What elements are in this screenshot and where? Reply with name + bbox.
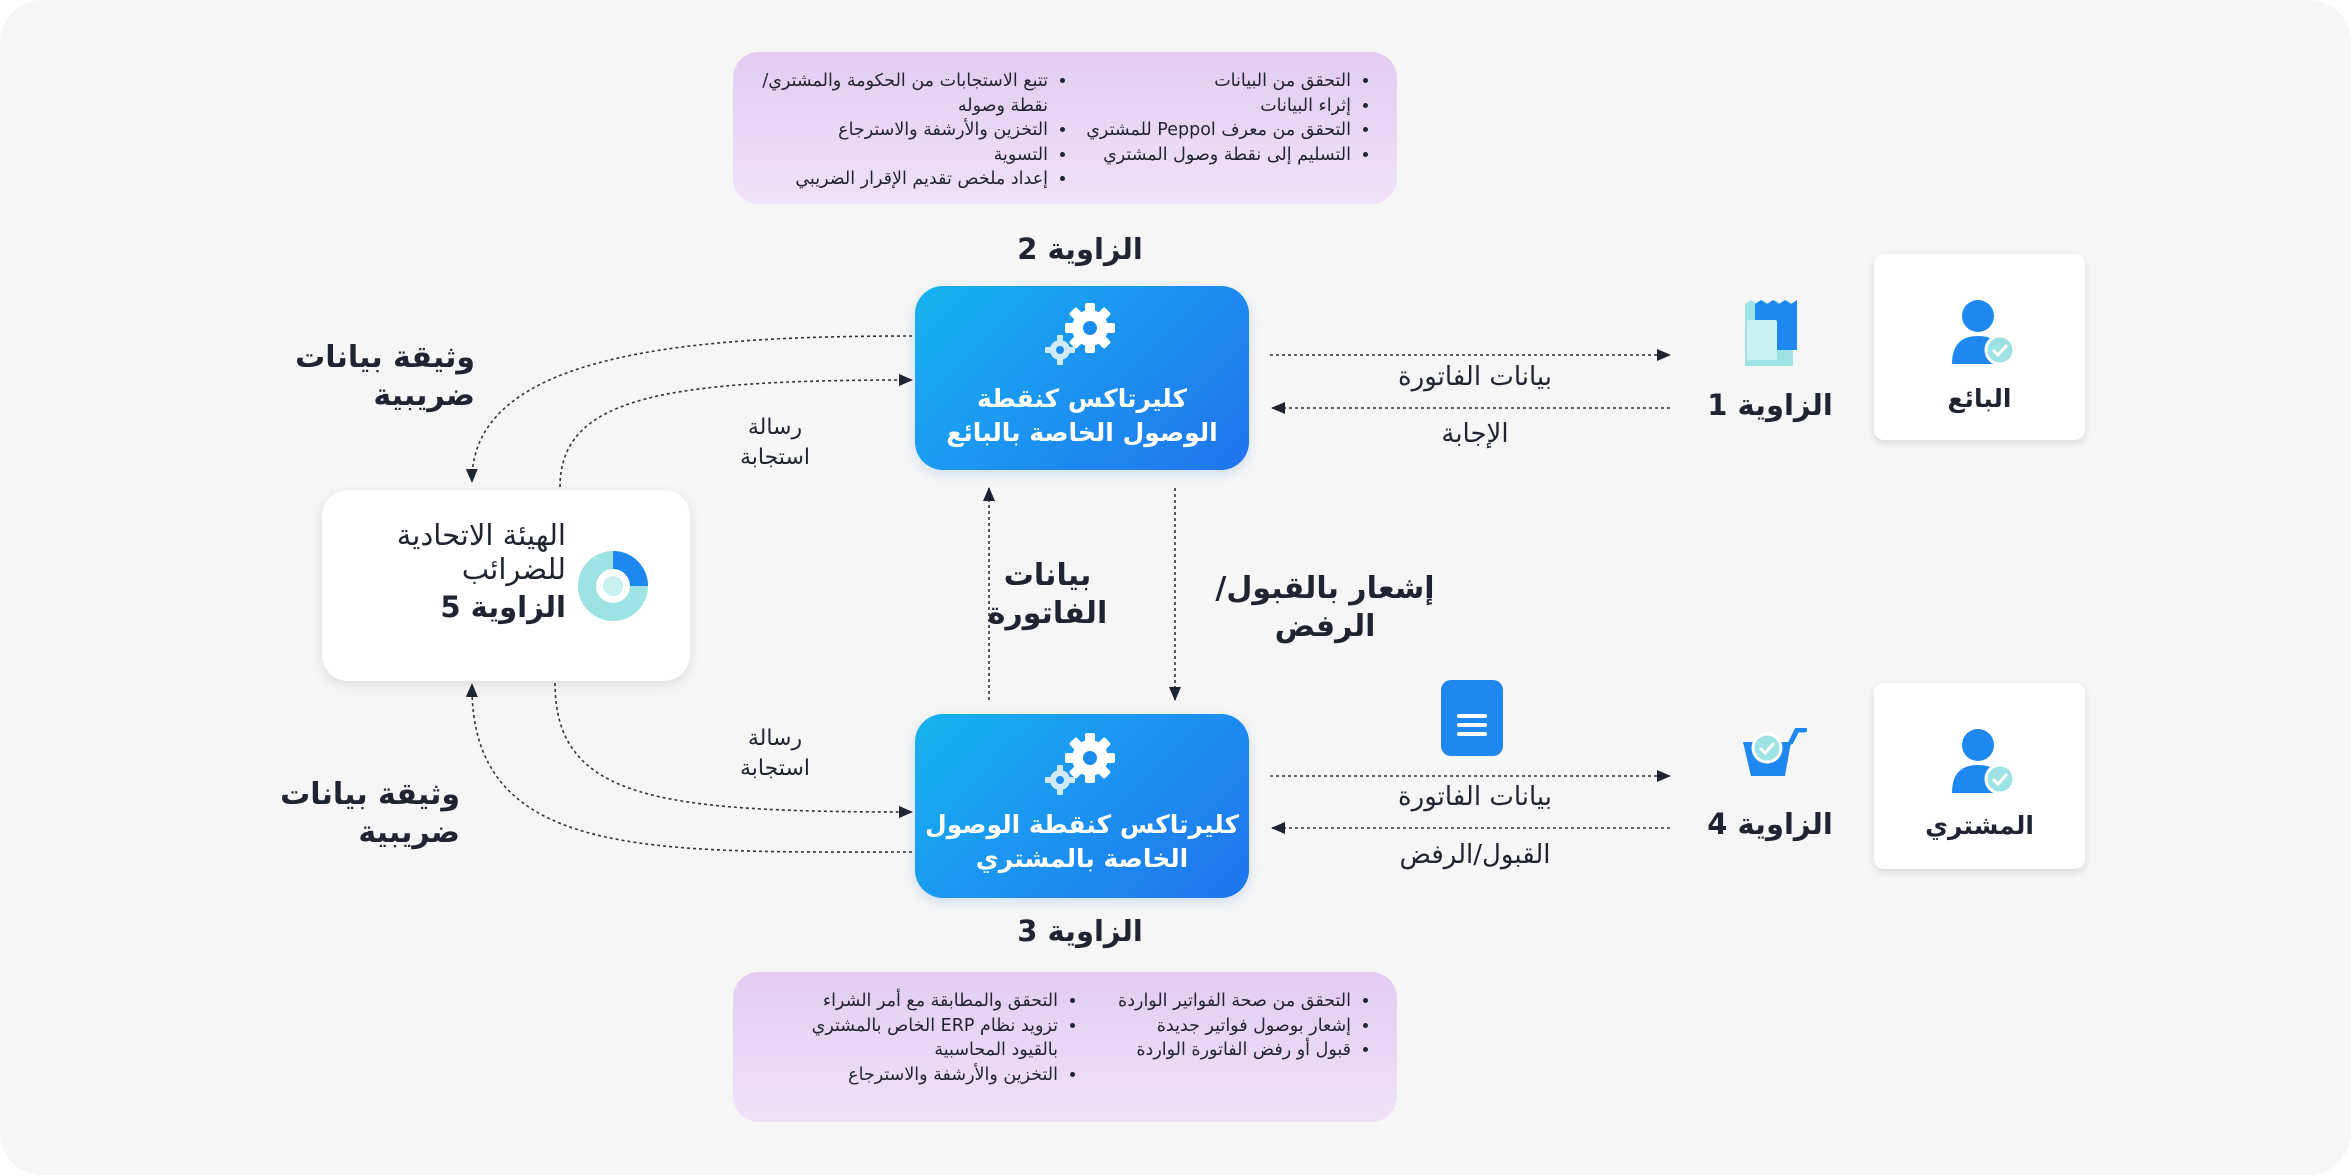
seller-ap-tasks-right: التحقق من البيانات إثراء البيانات التحقق…: [1051, 69, 1375, 167]
receipt-icon: [1745, 300, 1797, 366]
buyer-card: المشتري: [1874, 683, 2085, 869]
seller-ap-title: كليرتاكس كنقطة الوصول الخاصة بالبائع: [946, 384, 1218, 447]
corner-5-label: الزاوية 5: [440, 590, 566, 624]
gear-icon: [1045, 733, 1115, 795]
document-icon: [1441, 680, 1503, 756]
task-item: التخزين والأرشفة والاسترجاع: [756, 118, 1048, 143]
task-item: التحقق والمطابقة مع أمر الشراء: [775, 989, 1058, 1014]
task-item: التحقق من معرف Peppol للمشتري: [1051, 118, 1351, 143]
buyer-access-point: كليرتاكس كنقطة الوصول الخاصة بالمشتري: [915, 714, 1249, 898]
person-check-icon: [1952, 300, 2016, 366]
edge-label-invoice-data-vertical: بيانات الفاتورة: [987, 558, 1108, 631]
fta-box: الهيئة الاتحادية للضرائب الزاوية 5: [322, 490, 690, 681]
seller-ap-tasks-panel: التحقق من البيانات إثراء البيانات التحقق…: [733, 52, 1397, 204]
edge-tax-doc-top: [465, 335, 913, 483]
edge-label-seller-response: الإجابة: [1441, 419, 1509, 449]
task-item: تزويد نظام ERP الخاص بالمشتري بالقيود ال…: [775, 1014, 1058, 1063]
donut-chart-icon: [578, 551, 648, 621]
task-item: التسليم إلى نقطة وصول المشتري: [1051, 143, 1351, 168]
task-item: التحقق من البيانات: [1051, 69, 1351, 94]
task-item: إعداد ملخص تقديم الإقرار الضريبي: [756, 167, 1048, 192]
edge-label-buyer-accept-reject: القبول/الرفض: [1399, 840, 1551, 870]
edge-label-tax-doc-top: وثيقة بيانات ضريبية: [295, 340, 475, 413]
person-check-icon: [1952, 729, 2016, 795]
seller-access-point: كليرتاكس كنقطة الوصول الخاصة بالبائع: [915, 286, 1249, 470]
corner-3-label: الزاوية 3: [1017, 914, 1143, 948]
seller-ap-tasks-left: تتبع الاستجابات من الحكومة والمشتري/نقطة…: [756, 69, 1072, 192]
fta-name: الهيئة الاتحادية للضرائب: [396, 518, 566, 586]
buyer-ap-tasks-left: التحقق والمطابقة مع أمر الشراء تزويد نظا…: [775, 989, 1082, 1087]
task-item: تتبع الاستجابات من الحكومة والمشتري/نقطة…: [756, 69, 1048, 118]
buyer-label: المشتري: [1925, 811, 2034, 840]
edge-response-bottom: [554, 682, 913, 818]
buyer-ap-tasks-right: التحقق من صحة الفواتير الواردة إشعار بوص…: [1066, 989, 1375, 1063]
edge-label-seller-invoice-data: بيانات الفاتورة: [1398, 362, 1552, 392]
edge-label-response-msg-bottom: رسالة استجابة: [739, 726, 810, 781]
gear-icon: [1045, 303, 1115, 365]
buyer-ap-title: كليرتاكس كنقطة الوصول الخاصة بالمشتري: [925, 810, 1239, 873]
task-item: التسوية: [756, 143, 1048, 168]
edge-label-accept-reject-notice: إشعار بالقبول/الرفض: [1215, 571, 1435, 644]
edge-label-response-msg-top: رسالة استجابة: [739, 415, 810, 470]
seller-card: البائع: [1874, 254, 2085, 440]
task-item: التحقق من صحة الفواتير الواردة: [1066, 989, 1351, 1014]
task-item: إثراء البيانات: [1051, 94, 1351, 119]
task-item: التخزين والأرشفة والاسترجاع: [775, 1063, 1058, 1088]
edge-label-tax-doc-bottom: وثيقة بيانات ضريبية: [280, 777, 460, 850]
edge-label-buyer-invoice-data: بيانات الفاتورة: [1398, 782, 1552, 812]
seller-label: البائع: [1947, 384, 2012, 413]
corner-1-label: الزاوية 1: [1707, 388, 1833, 422]
cart-check-icon: [1743, 728, 1807, 776]
corner-4-label: الزاوية 4: [1707, 807, 1833, 841]
task-item: إشعار بوصول فواتير جديدة: [1066, 1014, 1351, 1039]
edge-tax-doc-bottom: [465, 683, 913, 853]
task-item: قبول أو رفض الفاتورة الواردة: [1066, 1038, 1351, 1063]
buyer-ap-tasks-panel: التحقق من صحة الفواتير الواردة إشعار بوص…: [733, 972, 1397, 1122]
corner-2-label: الزاوية 2: [1017, 232, 1143, 266]
edge-response-top: [559, 374, 913, 488]
